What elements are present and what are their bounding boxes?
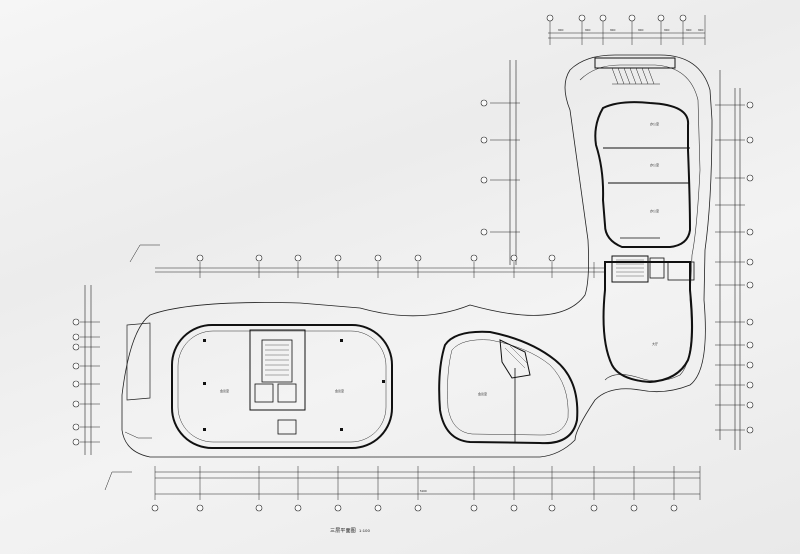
west-block-outline [171,324,393,449]
svg-text:3600: 3600 [638,29,644,32]
dimension-ticks-far-left [80,321,100,443]
dimension-ticks-top-axis [199,262,595,278]
site-outline [121,54,713,458]
axis-bubbles [72,14,754,512]
room-label-west-left: 会议室 [220,388,229,393]
west-columns [203,339,385,431]
room-label-north-hall: 大厅 [652,341,658,346]
north-dimension-texts: 3600 3600 3600 3600 3600 3600 3600 [558,29,704,32]
svg-text:3600: 3600 [664,29,670,32]
dimension-ticks-right [715,104,745,431]
dimension-lines [84,32,741,495]
dimension-ticks-bottom-axis [154,466,701,500]
caption-title: 三层平面图 [330,528,357,534]
room-label-north-office-a: 办公室 [650,121,659,126]
north-core [611,255,695,283]
west-ramp [126,322,151,401]
svg-text:3600: 3600 [585,29,591,32]
level-markers [104,244,160,491]
north-tower-outline [594,101,692,248]
room-label-north-office-c: 办公室 [650,208,659,213]
room-label-west-right: 会议室 [335,388,344,393]
svg-text:3600: 3600 [698,29,704,32]
entrance-canopy [594,57,676,69]
east-pod-core [499,339,531,379]
north-hall-outline [602,261,694,384]
bottom-total-dimension: 51000 [420,490,427,493]
svg-text:3600: 3600 [686,29,692,32]
gallery-line [579,64,701,382]
west-core [249,329,306,435]
svg-text:3600: 3600 [558,29,564,32]
caption-scale: 1:100 [359,528,371,533]
entrance-stair-hatch [611,67,660,85]
dimension-ticks-north-left [490,102,520,233]
east-pod-outline [438,330,579,445]
room-label-north-office-b: 办公室 [650,162,659,167]
room-label-east-pod: 会议室 [478,391,487,396]
svg-text:3600: 3600 [610,29,616,32]
